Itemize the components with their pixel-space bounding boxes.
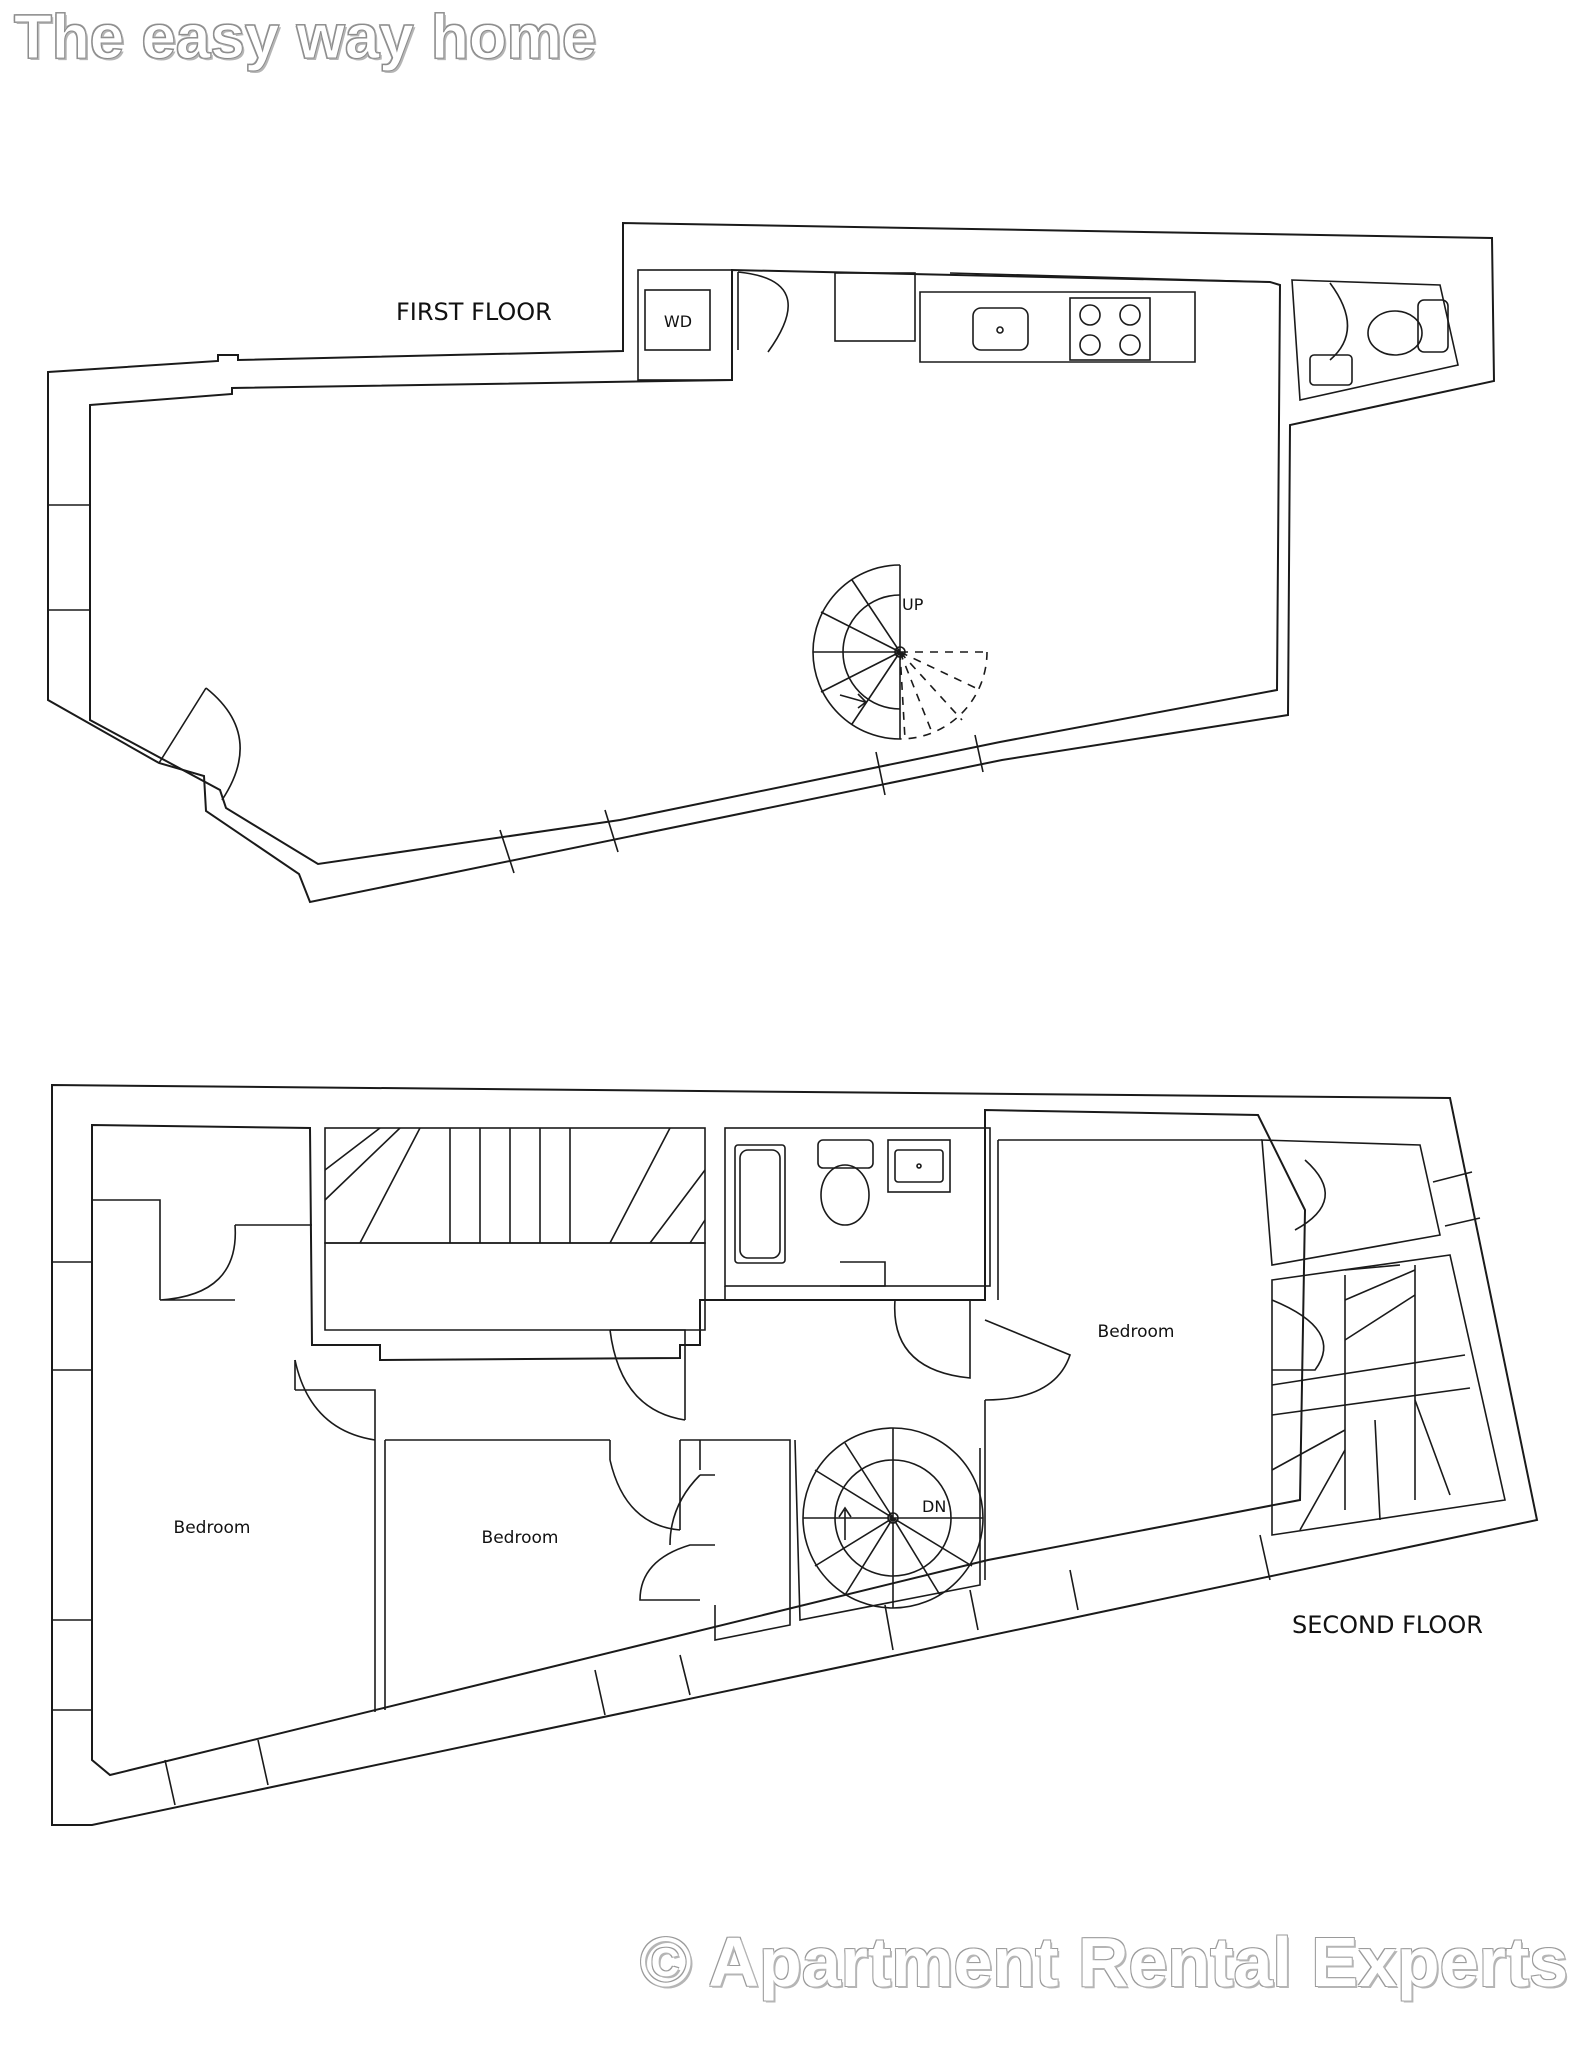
wd-label: WD bbox=[664, 312, 692, 331]
room-label-bedroom-middle: Bedroom bbox=[482, 1528, 559, 1548]
left-closet bbox=[92, 1199, 312, 1300]
washer-dryer bbox=[644, 289, 711, 351]
middle-closet bbox=[679, 1439, 791, 1641]
toilet-tank bbox=[1417, 299, 1449, 353]
windows-bottom-3 bbox=[884, 1589, 979, 1651]
wd-door bbox=[737, 271, 789, 353]
right-closet bbox=[1261, 1139, 1441, 1266]
room-label-bedroom-left: Bedroom bbox=[174, 1518, 251, 1538]
kitchen-counter bbox=[919, 272, 1271, 363]
half-bath bbox=[1291, 279, 1459, 401]
second-floor-inner-wall bbox=[91, 1108, 1307, 1777]
stove bbox=[1069, 297, 1151, 361]
windows-bottom-4 bbox=[1069, 1534, 1271, 1611]
stair-down-label: DN bbox=[922, 1497, 946, 1516]
spiral-stair-up bbox=[812, 564, 988, 740]
middle-closet-door-2 bbox=[669, 1474, 701, 1546]
middle-bedroom-door bbox=[609, 1459, 681, 1531]
first-floor-plan: WD UP FIRST FLOOR bbox=[47, 221, 1496, 904]
windows-bottom-2 bbox=[594, 1654, 691, 1716]
left-bedroom-wall bbox=[294, 1360, 376, 1712]
wd-closet bbox=[637, 269, 733, 381]
stair-up-label: UP bbox=[902, 595, 924, 614]
bath-door bbox=[1329, 282, 1349, 361]
window-bottom-right bbox=[875, 734, 984, 796]
watermark-top: The easy way home bbox=[13, 3, 597, 73]
right-closet-door bbox=[1294, 1159, 1327, 1231]
second-floor-title: SECOND FLOOR bbox=[1292, 1611, 1483, 1639]
bath-sink bbox=[1309, 354, 1353, 386]
first-floor-outer-wall bbox=[47, 221, 1496, 904]
right-bedroom-door bbox=[984, 1319, 1071, 1401]
second-floor-plan: DN Bedroom Bedroom Bedroom SECOND FLOOR bbox=[51, 1083, 1539, 1826]
window-bottom-left bbox=[499, 809, 619, 874]
spiral-stair-down bbox=[794, 1427, 984, 1621]
windows-right bbox=[1432, 1171, 1481, 1227]
main-staircase bbox=[324, 1127, 706, 1331]
right-stair-door bbox=[1271, 1299, 1325, 1371]
room-label-bedroom-right: Bedroom bbox=[1098, 1322, 1175, 1342]
entry-door bbox=[158, 687, 241, 801]
right-bedroom bbox=[984, 1139, 1262, 1580]
sink bbox=[972, 307, 1029, 351]
right-staircase bbox=[1271, 1254, 1506, 1536]
first-floor-title: FIRST FLOOR bbox=[396, 298, 552, 326]
first-floor-inner-wall bbox=[89, 268, 1282, 866]
windows-left bbox=[52, 1261, 92, 1711]
hall-door-1 bbox=[609, 1329, 686, 1421]
second-floor-outer-wall bbox=[51, 1083, 1539, 1826]
refrigerator bbox=[834, 272, 916, 342]
bathroom bbox=[724, 1127, 991, 1379]
left-bedroom-door bbox=[294, 1359, 376, 1441]
window-left bbox=[48, 504, 90, 611]
left-closet-door bbox=[159, 1224, 237, 1301]
middle-bedroom bbox=[384, 1439, 611, 1710]
middle-closet-door bbox=[639, 1440, 715, 1601]
windows-bottom-1 bbox=[164, 1739, 269, 1806]
watermark-bottom: © Apartment Rental Experts bbox=[640, 1923, 1569, 2001]
toilet bbox=[1367, 310, 1423, 356]
